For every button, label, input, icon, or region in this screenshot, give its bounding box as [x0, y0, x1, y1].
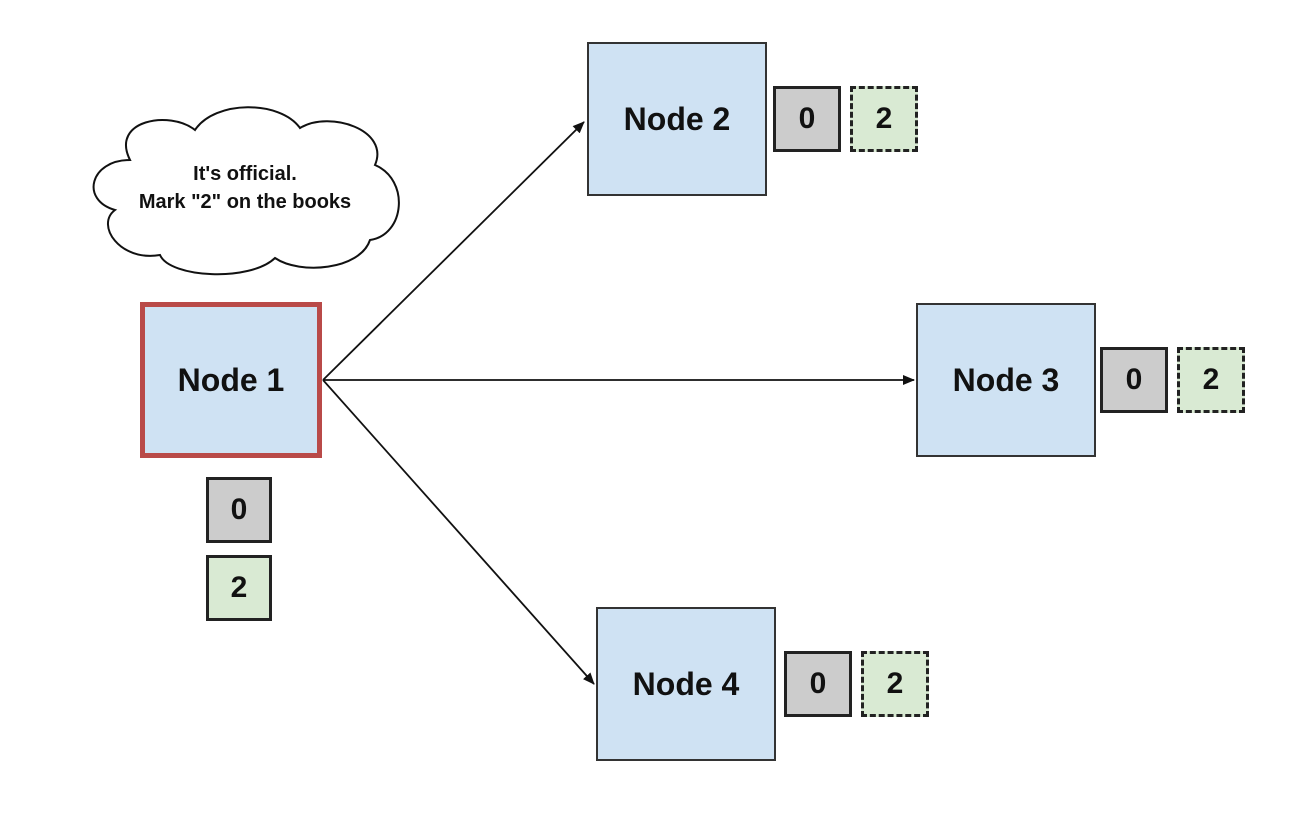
node-4-log-entry-0: 0: [784, 651, 852, 717]
speech-bubble-line-2: Mark "2" on the books: [138, 191, 352, 213]
arrow-node1-to-node4: [322, 379, 595, 685]
node-4: Node 4: [596, 607, 776, 761]
node-3-log-entry-1: 2: [1177, 347, 1245, 413]
node-2-log-entry-0: 0: [773, 86, 841, 152]
node-2: Node 2: [587, 42, 767, 196]
node-1-log-entry-1: 2: [206, 555, 272, 621]
speech-bubble-cloud: [92, 106, 400, 276]
node-1-leader: Node 1: [140, 302, 322, 458]
speech-bubble-line-1: It's official.: [193, 163, 297, 185]
node-3-log-entry-0: 0: [1100, 347, 1168, 413]
arrow-node1-to-node2: [322, 121, 585, 381]
node-3: Node 3: [916, 303, 1096, 457]
node-2-log-entry-1: 2: [850, 86, 918, 152]
node-1-log-entry-0: 0: [206, 477, 272, 543]
node-4-log-entry-1: 2: [861, 651, 929, 717]
speech-bubble-text: It's official. Mark "2" on the books: [95, 160, 395, 216]
